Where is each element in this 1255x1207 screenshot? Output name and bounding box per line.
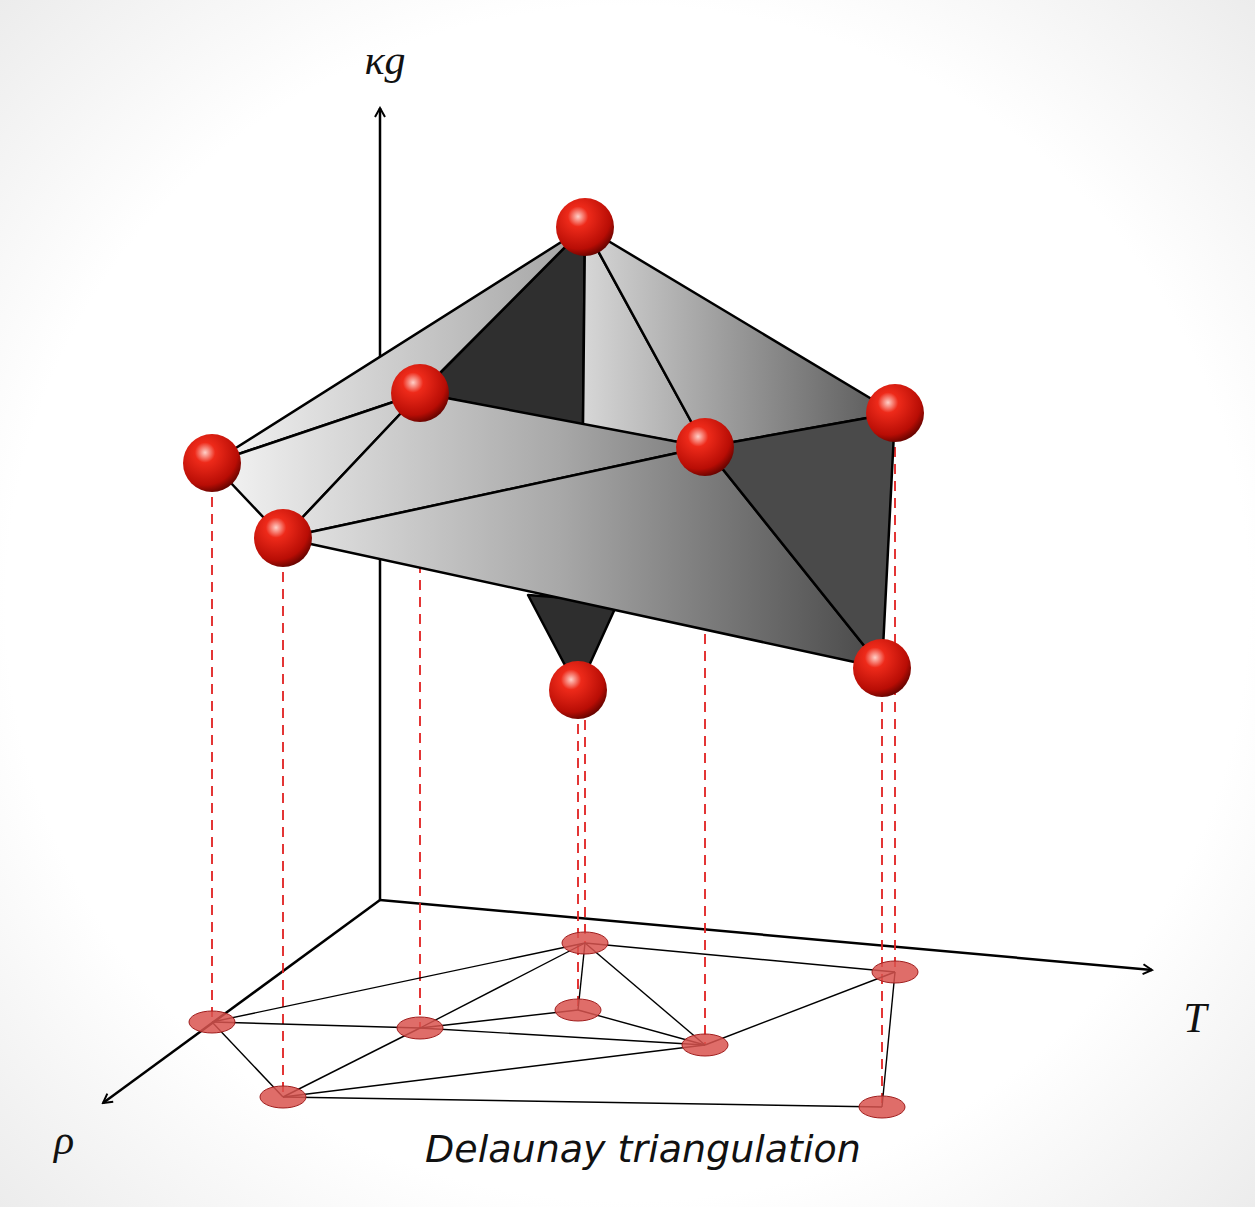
surface-faces bbox=[212, 227, 895, 690]
axis-label: κg bbox=[364, 37, 405, 83]
axis-label: ρ bbox=[54, 1117, 74, 1163]
projection-lines bbox=[212, 227, 895, 1107]
data-points bbox=[183, 198, 924, 719]
base-points bbox=[189, 932, 918, 1118]
delaunay-mesh bbox=[212, 943, 895, 1107]
axes bbox=[103, 108, 1152, 1103]
caption-text: Delaunay triangulation bbox=[425, 1129, 861, 1171]
axis-label: T bbox=[1183, 995, 1206, 1041]
